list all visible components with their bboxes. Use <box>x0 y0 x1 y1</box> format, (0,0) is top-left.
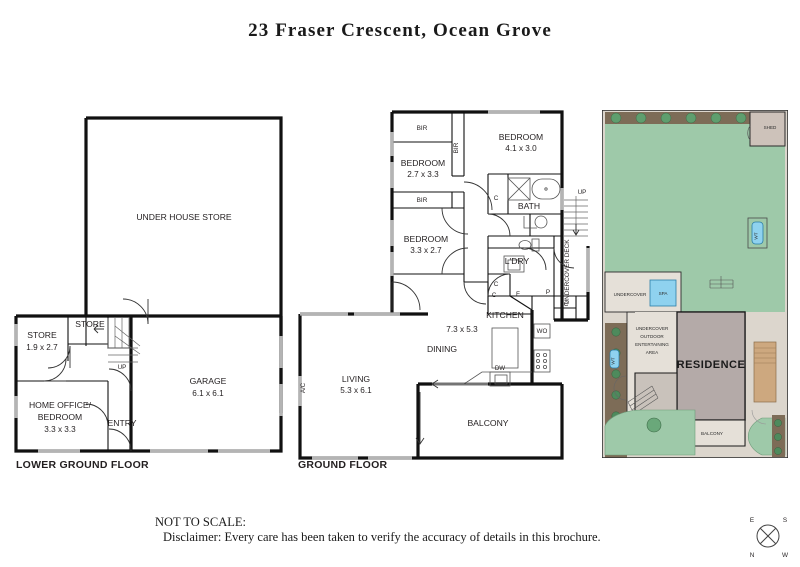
site-label-spa: SPA <box>659 291 669 296</box>
room-label-bedroom-2: BEDROOM <box>499 132 543 142</box>
label-bir-1: BIR <box>417 125 428 132</box>
room-label-bath: BATH <box>518 201 540 211</box>
site-plan: SHED UNDERCOVER SPA <box>602 110 788 458</box>
site-label-entertaining-4: AREA <box>646 350 659 355</box>
not-to-scale-label: NOT TO SCALE: <box>155 515 246 529</box>
compass-label-east: E <box>750 517 754 524</box>
room-label-laundry: L'DRY <box>505 256 530 266</box>
site-label-entertaining-2: OUTDOOR <box>640 334 664 339</box>
room-label-under-house-store: UNDER HOUSE STORE <box>136 212 232 222</box>
label-closet-1: C <box>494 195 499 202</box>
room-dim-bedroom-3: 3.3 x 2.7 <box>410 246 442 255</box>
room-label-bedroom-3: BEDROOM <box>404 234 448 244</box>
site-label-entertaining-3: ENTERTAINING <box>635 342 669 347</box>
page-title: 23 Fraser Crescent, Ocean Grove <box>248 20 552 41</box>
room-label-dining: DINING <box>427 344 457 354</box>
room-dim-dining: 7.3 x 5.3 <box>446 325 478 334</box>
label-up: UP <box>578 189 587 196</box>
room-label-store-2: STORE <box>75 319 105 329</box>
room-label-home-office-2: BEDROOM <box>38 412 82 422</box>
room-dim-store: 1.9 x 2.7 <box>26 343 58 352</box>
room-dim-garage: 6.1 x 6.1 <box>192 389 224 398</box>
label-fridge: F <box>516 291 520 298</box>
site-label-shed: SHED <box>764 125 777 130</box>
label-air-conditioner: A/C <box>300 382 307 393</box>
compass-label-north: N <box>750 552 755 559</box>
label-closet-2: C <box>494 281 499 288</box>
compass-label-south: S <box>783 517 787 524</box>
room-label-garage: GARAGE <box>190 376 227 386</box>
room-label-undercover-deck: UNDERCOVER DECK <box>564 239 571 305</box>
room-label-home-office: HOME OFFICE/ <box>29 400 92 410</box>
room-label-bedroom-1: BEDROOM <box>401 158 445 168</box>
disclaimer-text: Disclaimer: Every care has been taken to… <box>163 530 601 544</box>
label-wall-oven: WO <box>537 328 548 335</box>
room-dim-bedroom-2: 4.1 x 3.0 <box>505 144 537 153</box>
label-bir-2: BIR <box>453 142 460 153</box>
room-dim-bedroom-1: 2.7 x 3.3 <box>407 170 439 179</box>
site-label-residence: RESIDENCE <box>677 359 746 371</box>
compass-rose: E S N W <box>740 508 796 562</box>
compass-label-west: W <box>782 552 789 559</box>
site-label-water-tank-left: WT <box>611 357 616 364</box>
label-bir-3: BIR <box>417 197 428 204</box>
site-label-balcony: BALCONY <box>701 431 723 436</box>
room-label-balcony: BALCONY <box>467 418 508 428</box>
disclaimer: NOT TO SCALE: Disclaimer: Every care has… <box>155 515 683 545</box>
label-closet-3: C <box>492 292 497 299</box>
label-closet-4: C <box>564 301 569 308</box>
room-label-store: STORE <box>27 330 57 340</box>
room-label-kitchen: KITCHEN <box>486 310 524 320</box>
label-dishwasher: DW <box>495 365 505 372</box>
ground-floor-plan: BIR BIR BIR BEDROOM 2.7 x 3.3 BEDROOM 4.… <box>292 96 592 464</box>
room-dim-home-office: 3.3 x 3.3 <box>44 425 76 434</box>
site-label-water-tank-right: WT <box>754 232 759 239</box>
label-pantry: P <box>546 289 550 296</box>
lower-ground-floor-plan: UNDER HOUSE STORE STORE 1.9 x 2.7 STORE … <box>8 96 298 464</box>
room-label-entry: ENTRY <box>108 418 137 428</box>
room-dim-living: 5.3 x 6.1 <box>340 386 372 395</box>
lower-ground-floor-caption: LOWER GROUND FLOOR <box>16 459 149 471</box>
ground-floor-caption: GROUND FLOOR <box>298 459 388 471</box>
room-label-living: LIVING <box>342 374 370 384</box>
site-label-undercover: UNDERCOVER <box>614 292 647 297</box>
site-label-entertaining-1: UNDERCOVER <box>636 326 669 331</box>
stair-direction-up-label: UP <box>118 364 127 371</box>
